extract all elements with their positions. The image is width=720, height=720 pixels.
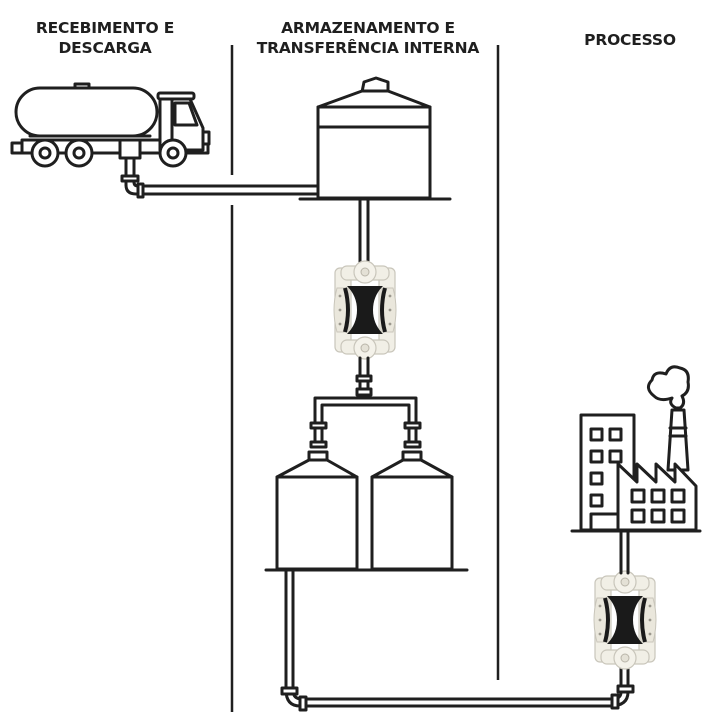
factory-icon: [570, 365, 702, 533]
section-title-process-line1: PROCESSO: [584, 31, 676, 49]
section-title-receiving-line1: RECEBIMENTO E: [35, 19, 175, 37]
section-title-receiving: RECEBIMENTO E DESCARGA: [20, 18, 190, 58]
diaphragm-pump-1-icon: [332, 259, 398, 361]
diaphragm-pump-2-icon: [592, 569, 658, 671]
section-title-storage-line2: TRANSFERÊNCIA INTERNA: [256, 39, 480, 57]
section-title-storage-line1: ARMAZENAMENTO E: [281, 19, 455, 37]
storage-tank-icon: [298, 76, 452, 201]
pipe-tanks-to-process: [280, 569, 635, 712]
section-title-receiving-line2: DESCARGA: [58, 39, 152, 57]
pipe-pump-to-factory: [619, 530, 630, 575]
pipe-truck-to-storage: [120, 156, 322, 199]
pipe-storage-to-pump: [358, 198, 370, 264]
twin-tanks-icon: [264, 450, 469, 572]
section-title-process: PROCESSO: [560, 30, 700, 50]
tanker-truck-icon: [10, 82, 211, 168]
pipe-pump-to-manifold: [309, 356, 422, 449]
section-title-storage: ARMAZENAMENTO E TRANSFERÊNCIA INTERNA: [238, 18, 498, 58]
